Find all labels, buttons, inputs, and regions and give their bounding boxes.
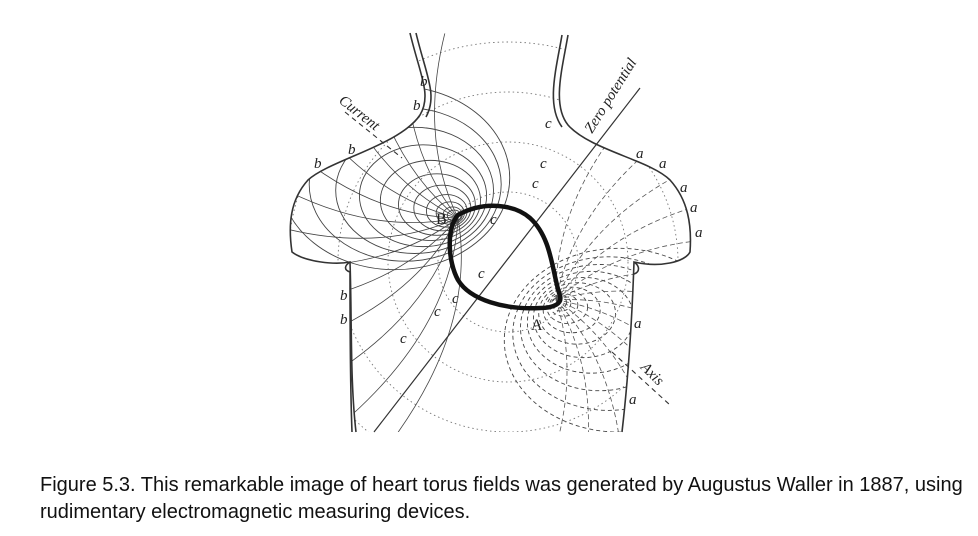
point-a-label: A — [531, 317, 543, 334]
field-line-a — [555, 299, 589, 432]
a-labels: a a a a a a a — [629, 146, 703, 408]
a-label: a — [680, 180, 688, 196]
zero-potential-line — [373, 87, 641, 433]
zero-potential-label: Zero potential — [582, 56, 641, 136]
c-label: c — [490, 212, 497, 228]
b-label: b — [413, 98, 421, 114]
field-loop-b — [358, 144, 488, 248]
field-loop-a — [542, 286, 601, 334]
field-line-a — [555, 299, 624, 432]
figure-caption: Figure 5.3. This remarkable image of hea… — [40, 474, 963, 523]
b-label: b — [340, 288, 348, 304]
axis-line — [611, 351, 671, 406]
field-line-b — [290, 88, 459, 219]
c-label: c — [400, 331, 407, 347]
current-line — [344, 111, 403, 159]
b-label: b — [340, 312, 348, 328]
b-labels: b b b b b b — [314, 74, 428, 328]
field-line-b — [373, 217, 462, 432]
field-loop-b — [308, 107, 502, 262]
c-label: c — [540, 156, 547, 172]
heart-outline — [447, 203, 563, 311]
field-line-b — [434, 33, 471, 219]
field-loop-b — [335, 126, 494, 254]
field-loop-a — [551, 295, 572, 312]
torso-outline — [289, 32, 692, 433]
point-b-label: B — [436, 211, 447, 228]
current-label: Current — [336, 93, 384, 135]
a-label: a — [690, 200, 698, 216]
field-loop-a — [503, 247, 691, 432]
heart-field-diagram: Current Zero potential Axis B A a a a a … — [289, 32, 703, 433]
field-loop-b — [290, 85, 511, 271]
a-label: a — [634, 316, 642, 332]
a-label: a — [659, 156, 667, 172]
c-label: c — [452, 291, 459, 307]
field-line-a — [555, 140, 691, 301]
a-label: a — [629, 392, 637, 408]
field-loop-a — [512, 256, 691, 411]
dotted-circle — [437, 191, 579, 333]
field-line-a — [555, 299, 691, 412]
c-label: c — [532, 176, 539, 192]
dotted-circle — [387, 141, 629, 383]
c-labels: c c c c c c c c — [400, 116, 552, 347]
field-loop-a — [533, 277, 635, 359]
field-line-b — [290, 141, 459, 224]
field-line-b — [290, 42, 459, 219]
field-line-b — [290, 217, 459, 362]
c-label: c — [545, 116, 552, 132]
c-label: c — [434, 304, 441, 320]
field-loop-a — [538, 282, 616, 345]
field-loop-b — [379, 159, 481, 241]
a-label: a — [636, 146, 644, 162]
field-line-b — [290, 197, 459, 239]
field-line-a — [555, 270, 691, 301]
b-label: b — [314, 156, 322, 172]
b-label: b — [420, 74, 428, 90]
c-label: c — [478, 266, 485, 282]
field-line-a — [506, 299, 568, 432]
field-line-b — [290, 217, 459, 267]
a-label: a — [695, 225, 703, 241]
axis-label: Axis — [636, 359, 666, 389]
field-line-a — [555, 237, 691, 301]
dotted-circle — [290, 41, 691, 432]
field-line-b — [290, 217, 459, 311]
b-label: b — [348, 142, 356, 158]
field-line-a — [555, 188, 691, 301]
field-loop-b — [398, 173, 476, 236]
